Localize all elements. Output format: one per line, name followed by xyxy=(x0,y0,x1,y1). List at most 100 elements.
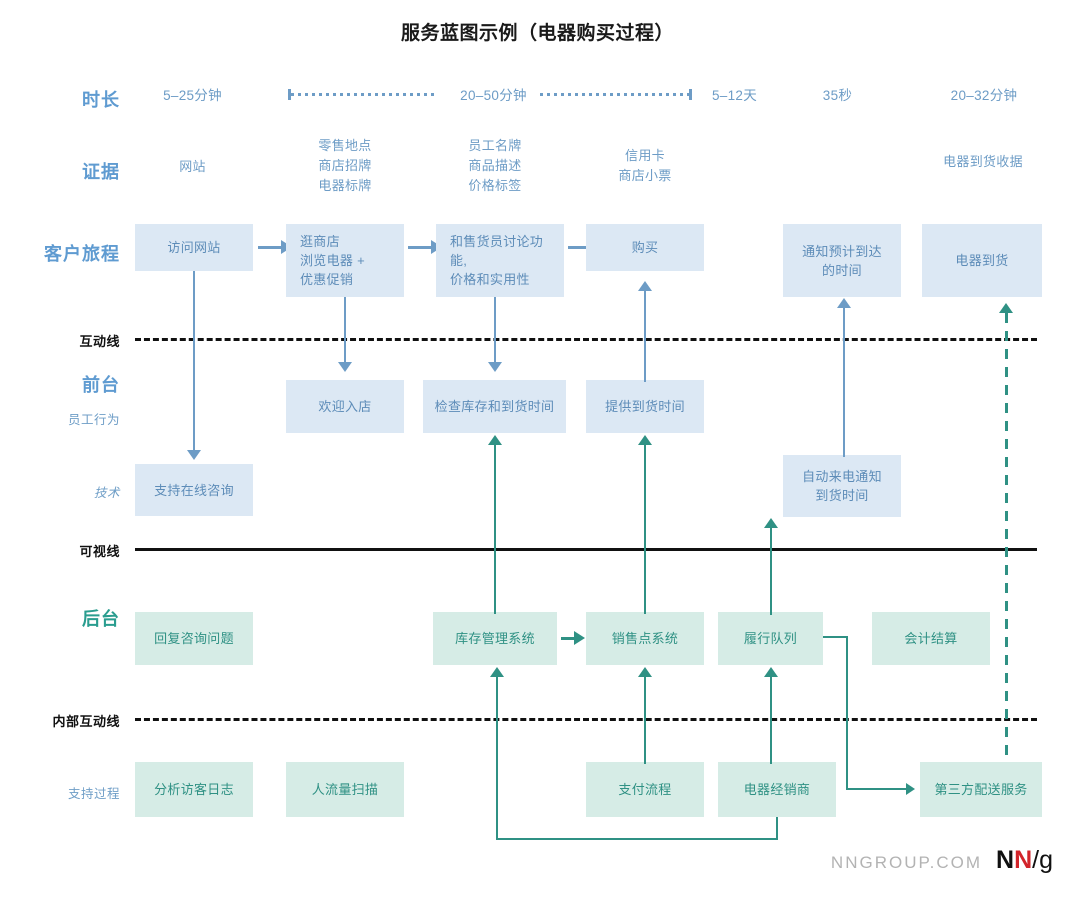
backstage-box-fulfillment-queue[interactable]: 履行队列 xyxy=(718,612,823,665)
journey-box-discuss-with-salesperson[interactable]: 和售货员讨论功能, 价格和实用性 xyxy=(436,224,564,297)
logo-n2: N xyxy=(1014,846,1033,874)
backstage-box-inventory-system[interactable]: 库存管理系统 xyxy=(433,612,557,665)
logo-slash: / xyxy=(1032,846,1040,874)
line-of-interaction xyxy=(135,338,1037,341)
journey-box-appliance-delivered[interactable]: 电器到货 xyxy=(922,224,1042,297)
connector-fulfillment-elbow-vertical xyxy=(846,636,848,790)
connector-bottom-bus xyxy=(496,838,778,840)
backstage-box-label: 销售点系统 xyxy=(611,631,679,646)
connector-website-to-online-support xyxy=(193,271,195,453)
row-label-line-of-internal-interaction: 内部互动线 xyxy=(52,714,120,729)
evidence-5: 电器到货收据 xyxy=(943,154,1023,169)
connector-payment-to-pos xyxy=(644,676,646,764)
backstage-box-pos-system[interactable]: 销售点系统 xyxy=(586,612,704,665)
journey-box-notify-eta[interactable]: 通知预计到达 的时间 xyxy=(783,224,901,297)
support-box-label: 分析访客日志 xyxy=(154,782,234,797)
connector-arrowhead-up-teal xyxy=(638,435,652,445)
evidence-2: 零售地点 商店招牌 电器标牌 xyxy=(318,138,372,193)
technology-box-auto-call-notify[interactable]: 自动来电通知 到货时间 xyxy=(783,455,901,517)
support-box-label: 支付流程 xyxy=(618,782,672,797)
support-box-third-party-delivery[interactable]: 第三方配送服务 xyxy=(920,762,1042,817)
duration-1: 5–25分钟 xyxy=(163,88,222,103)
journey-box-label: 逛商店 浏览电器 + 优惠促销 xyxy=(300,234,366,287)
journey-box-purchase[interactable]: 购买 xyxy=(586,224,704,271)
evidence-3: 员工名牌 商品描述 价格标签 xyxy=(468,138,522,193)
duration-5: 20–32分钟 xyxy=(950,88,1018,103)
connector-inventory-to-check-stock xyxy=(494,444,496,614)
row-label-technology: 技术 xyxy=(93,486,120,500)
row-label-evidence: 证据 xyxy=(82,162,120,182)
line-of-internal-interaction xyxy=(135,718,1037,721)
nngroup-logo: NN/g xyxy=(996,846,1053,875)
backstage-box-label: 库存管理系统 xyxy=(455,631,535,646)
connector-arrowhead-up xyxy=(638,281,652,291)
connector-pos-to-provide-eta xyxy=(644,444,646,614)
support-box-visitor-log-analysis[interactable]: 分析访客日志 xyxy=(135,762,253,817)
backstage-box-accounting-settlement[interactable]: 会计结算 xyxy=(872,612,990,665)
support-box-appliance-dealer[interactable]: 电器经销商 xyxy=(718,762,836,817)
backstage-box-label: 履行队列 xyxy=(743,631,798,646)
row-label-backstage: 后台 xyxy=(82,609,120,629)
connector-discuss-to-check-stock xyxy=(494,297,496,363)
connector-dealer-bottom-stub xyxy=(776,817,778,840)
page-title: 服务蓝图示例（电器购买过程） xyxy=(400,23,674,44)
journey-box-browse-store[interactable]: 逛商店 浏览电器 + 优惠促销 xyxy=(286,224,404,297)
evidence-4: 信用卡 商店小票 xyxy=(618,148,672,183)
technology-box-label: 自动来电通知 到货时间 xyxy=(802,469,882,503)
footer: NNGROUP.COM NN/g xyxy=(831,846,1053,875)
support-box-label: 人流量扫描 xyxy=(311,782,379,797)
connector-bottom-bus-to-inventory xyxy=(496,676,498,839)
connector-dealer-to-fulfillment xyxy=(770,676,772,764)
connector-arrowhead-down xyxy=(338,362,352,372)
duration-measure-bar-1 xyxy=(288,88,436,100)
journey-box-visit-website[interactable]: 访问网站 xyxy=(135,224,253,271)
journey-box-label: 通知预计到达 的时间 xyxy=(802,243,882,278)
connector-fulfillment-elbow-horizontal xyxy=(823,636,848,638)
connector-elbow-to-delivery xyxy=(846,788,908,790)
connector-arrowhead-right-teal xyxy=(906,783,915,795)
connector-arrowhead-up-teal xyxy=(638,667,652,677)
line-of-visibility xyxy=(135,548,1037,551)
row-label-line-of-interaction: 互动线 xyxy=(79,334,120,349)
support-box-foot-traffic-scan[interactable]: 人流量扫描 xyxy=(286,762,404,817)
frontstage-box-label: 提供到货时间 xyxy=(605,399,685,414)
connector-browse-to-welcome xyxy=(344,297,346,363)
duration-measure-bar-2 xyxy=(540,88,692,100)
duration-2: 20–50分钟 xyxy=(460,88,527,103)
journey-box-label: 访问网站 xyxy=(167,240,221,255)
duration-3: 5–12天 xyxy=(711,88,758,103)
backstage-arrow-1 xyxy=(561,630,585,646)
row-label-line-of-visibility: 可视线 xyxy=(79,544,120,559)
connector-arrowhead-up-teal xyxy=(490,667,504,677)
journey-box-label: 电器到货 xyxy=(955,253,1009,268)
connector-arrowhead-up-teal xyxy=(764,518,778,528)
logo-n1: N xyxy=(996,846,1015,874)
logo-g: g xyxy=(1039,846,1053,874)
technology-box-online-chat-support[interactable]: 支持在线咨询 xyxy=(135,464,253,516)
technology-box-label: 支持在线咨询 xyxy=(154,482,234,498)
connector-arrowhead-down xyxy=(488,362,502,372)
connector-provide-eta-to-purchase xyxy=(644,290,646,382)
frontstage-box-welcome[interactable]: 欢迎入店 xyxy=(286,380,404,433)
frontstage-box-label: 欢迎入店 xyxy=(318,399,372,414)
row-label-customer-journey: 客户旅程 xyxy=(44,244,120,264)
connector-arrowhead-up xyxy=(837,298,851,308)
frontstage-box-check-stock[interactable]: 检查库存和到货时间 xyxy=(423,380,566,433)
connector-autocall-to-notify-eta xyxy=(843,307,845,457)
evidence-1: 网站 xyxy=(179,159,206,174)
support-box-label: 第三方配送服务 xyxy=(934,782,1028,797)
connector-arrowhead-up-teal xyxy=(999,303,1013,313)
support-box-payment-process[interactable]: 支付流程 xyxy=(586,762,704,817)
connector-fulfillment-to-autocall xyxy=(770,527,772,615)
row-label-frontstage-sub: 员工行为 xyxy=(67,413,120,427)
backstage-box-answer-inquiries[interactable]: 回复咨询问题 xyxy=(135,612,253,665)
duration-4: 35秒 xyxy=(822,88,853,103)
support-box-label: 电器经销商 xyxy=(743,782,811,797)
row-label-duration: 时长 xyxy=(82,90,120,110)
journey-box-label: 和售货员讨论功能, 价格和实用性 xyxy=(450,234,544,287)
backstage-box-label: 会计结算 xyxy=(904,631,958,646)
nngroup-site-text: NNGROUP.COM xyxy=(830,853,983,872)
frontstage-box-provide-eta[interactable]: 提供到货时间 xyxy=(586,380,704,433)
frontstage-box-label: 检查库存和到货时间 xyxy=(434,399,555,414)
